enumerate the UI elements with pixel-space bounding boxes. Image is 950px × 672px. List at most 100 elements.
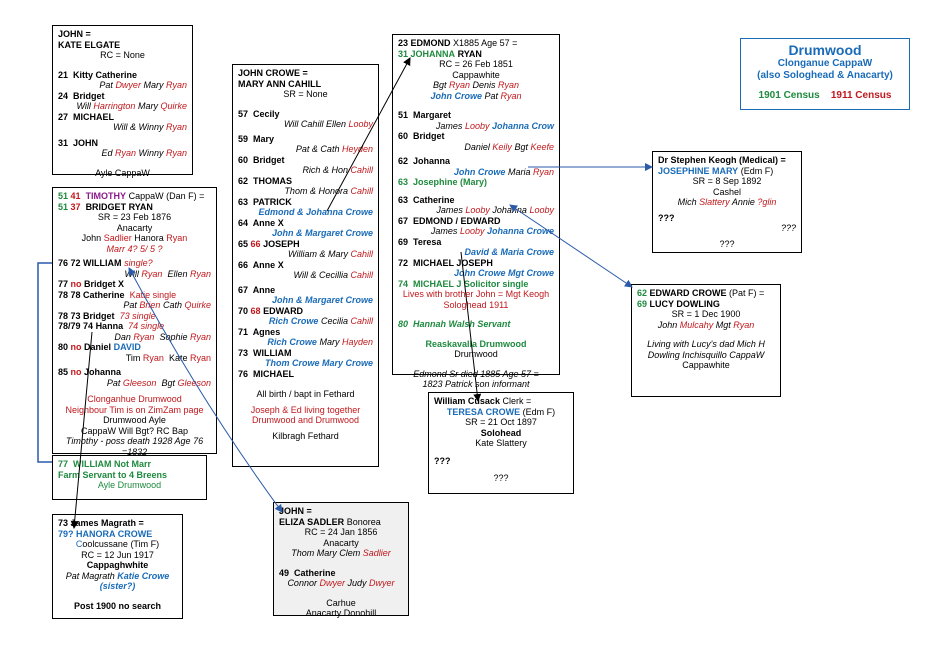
wife-line: 69 LUCY DOWLING [637,298,720,309]
child-entry: 59 Mary [238,133,275,144]
sr-date: SR = 23 Feb 1876 [97,212,172,222]
child-entry: 63 PATRICK [238,196,292,207]
husband-name: 73 James Magrath = [58,518,144,528]
unknown-marker: ??? [434,455,451,466]
legend-census: 1901 Census 1911 Census [758,90,892,101]
parents: John Crowe Pat Ryan [430,90,522,101]
family-box-john-eliza-sadler: JOHN = ELIZA SADLER Bonorea RC = 24 Jan … [273,502,409,618]
child-entry: 64 Anne X [238,217,284,228]
family-box-edmond-johanna-ryan: 23 EDMOND X1885 Age 57 = 31 JOHANNA RYAN… [392,34,560,389]
child-entry: 78/79 74 Hanna 74 single [58,321,165,331]
sponsors: Will Ryan Ellen Ryan [124,268,211,279]
child-entry: 85 no Johanna [58,367,122,377]
sponsors: Connor Dwyer Judy Dwyer [287,578,395,588]
note: CappaW Will Bgt? RC Bap [80,425,189,436]
note: Kilbragh Fethard [272,430,339,441]
link-william-to-notmarr [37,262,52,463]
sponsors: Daniel Keily Bgt Keefe [464,141,554,152]
parents: Kate Slattery [475,438,527,448]
sponsors: William & Mary Cahill [288,249,373,259]
note: 1823 Patrick son informant [422,379,530,389]
sponsors: Thom Crowe Mary Crowe [264,358,373,368]
sponsors: John & Margaret Crowe [271,295,373,305]
child-entry: 78 73 Bridget 73 single [58,310,156,321]
child-entry: 51 Margaret [398,110,452,120]
child-entry: 78 78 Catherine Katie single [58,289,177,300]
sponsors: Pat Dwyer Mary Ryan [99,80,187,90]
note: Cappawhite [682,360,730,370]
place: Solohead [480,427,522,438]
note: All birth / bapt in Fethard [256,389,355,399]
husband-name: Dr Stephen Keogh (Medical) = [658,155,786,165]
child-entry: 74 MICHAEL J Solicitor single [398,278,529,289]
child-entry: 69 Teresa [398,236,442,247]
sponsors: Tim Ryan Kate Ryan [125,352,211,363]
marriage-note: Marr 4? 5/ 5 ? [106,243,163,254]
sr-date: SR = 8 Sep 1892 [692,176,762,186]
child-entry: 63 Catherine [398,194,455,205]
note: Neighbour Tim is on ZimZam page [65,404,204,415]
rc-date: RC = 12 Jun 1917 [81,549,154,560]
sponsors: John & Margaret Crowe [271,228,373,238]
place: Carhue [326,597,356,608]
sponsors: James Looby Johanna Looby [436,205,554,215]
child-entry: 60 Bridget [238,154,285,165]
wife-line: 79? HANORA CROWE [58,528,153,539]
wife-name: MARY ANN CAHILL [238,78,322,89]
note: Timothy - poss death 1928 Age 76 [65,436,204,446]
child-entry: 67 Anne [238,284,276,295]
sponsors: Rich Crowe Mary Hayden [267,337,373,347]
place: Anacarty [116,222,153,233]
occupation: Farm Servant to 4 Breens [58,469,168,480]
child-entry: 27 MICHAEL [58,111,115,122]
sponsors: Will & Cecillia Cahill [293,270,373,280]
child-entry: 24 Bridget [58,90,105,101]
rc-date: RC = 24 Jan 1856 [304,527,378,537]
child-entry: 76 72 WILLIAM single? [58,258,153,268]
child-entry: 66 Anne X [238,259,284,270]
note: Drumwood Ayle [103,415,166,425]
sponsors: Will Harrington Mary Quirke [76,101,187,111]
child-entry: 72 MICHAEL JOSEPH [398,257,493,268]
sponsors: David & Maria Crowe [464,247,554,257]
place: Ayle Drumwood [97,480,162,490]
child-entry: 65 66 JOSEPH [238,238,300,249]
note: Clonganhue Drumwood [87,394,182,404]
sponsors: Ed Ryan Winny Ryan [101,148,187,158]
place-note: Coolcussane (Tim F) [75,539,160,549]
wife-line: 31 JOHANNA RYAN [398,48,482,59]
child-entry: 60 Bridget [398,131,445,141]
child-entry: 73 WILLIAM [238,347,292,358]
husband-line: 51 41 TIMOTHY CappaW (Dan F) = [58,191,205,201]
place: Reaskavalla Drumwood [425,338,527,349]
unknown-marker: ??? [493,473,509,483]
child-entry: 62 THOMAS [238,175,293,186]
place: Anacarty Donohill [305,608,377,618]
legend-subtitle: (also Sologhead & Anacarty) [757,70,893,81]
place: Cashel [712,186,741,197]
husband-name: JOHN = [58,29,91,39]
parents: Thom Mary Clem Sadlier [291,548,391,558]
unknown-marker: ??? [719,238,735,249]
family-box-william-not-marr: 77 WILLIAM Not Marr Farm Servant to 4 Br… [52,455,207,500]
place: Cappaghwhite [86,560,149,570]
note: Edmond Sr died 1885 Age 57 = [413,368,539,379]
child-entry: 62 Johanna [398,156,451,166]
child-entry: 77 no Bridget X [58,279,125,289]
child-entry: 80 no Daniel DAVID [58,342,141,352]
sponsors: John Crowe Maria Ryan [453,166,554,177]
child-entry: 76 MICHAEL [238,368,295,379]
family-box-john-kate-elgate: JOHN = KATE ELGATE RC = None 21 Kitty Ca… [52,25,193,178]
child-entry: 67 EDMOND / EDWARD [398,215,501,226]
note: Drumwood and Drumwood [251,415,360,425]
child-entry: 49 Catherine [279,567,336,578]
legend-subtitle: Clonganue CappaW [777,58,873,69]
child-entry: 31 JOHN [58,137,99,148]
note: Post 1900 no search [73,600,162,611]
place: Drumwood [454,349,498,359]
family-box-william-cusack-teresa-crowe: William Cusack Clerk = TERESA CROWE (Edm… [428,392,574,494]
child-entry: 70 68 EDWARD [238,305,304,316]
family-box-stephen-keogh-josephine-mary: Dr Stephen Keogh (Medical) = JOSEPHINE M… [652,151,802,253]
child-entry: 57 Cecily [238,108,280,119]
sponsors: Rich Crowe Cecilia Cahill [268,316,373,326]
